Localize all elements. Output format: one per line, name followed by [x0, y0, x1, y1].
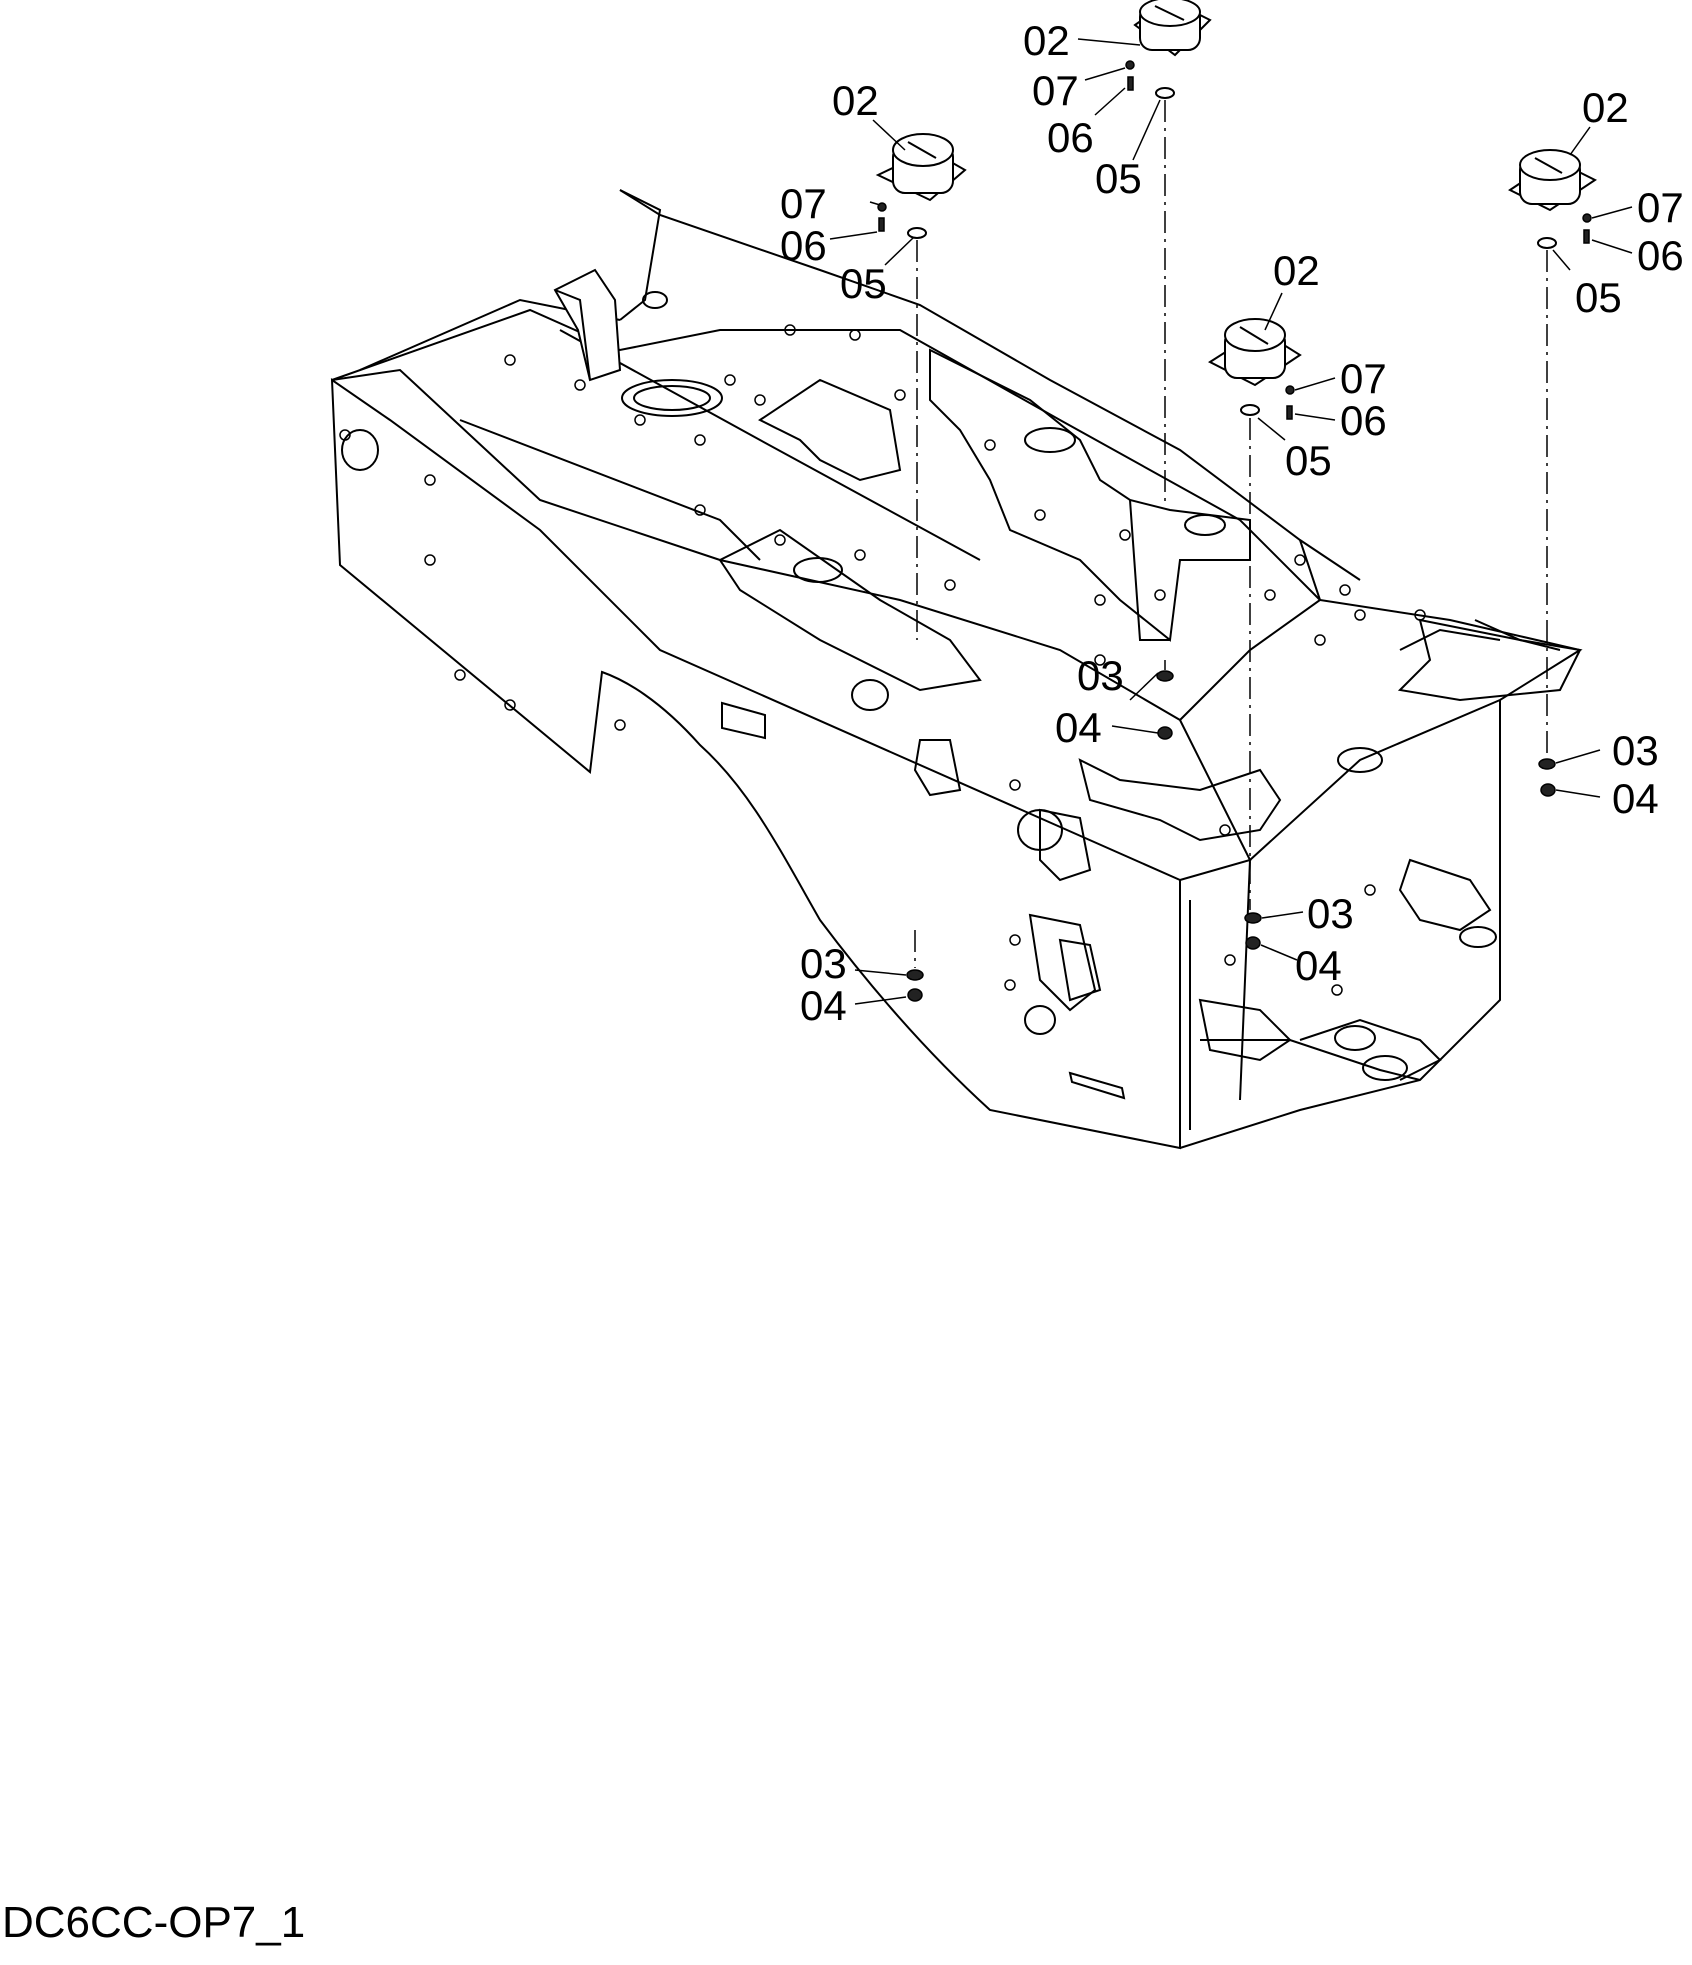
mount-hardware [877, 60, 1592, 420]
callout-05-c: 05 [1285, 437, 1332, 484]
callout-02-b: 02 [1023, 17, 1070, 64]
callout-07-d: 07 [1637, 184, 1684, 231]
rubber-mount-3 [1207, 318, 1302, 387]
callout-04-c: 04 [1295, 942, 1342, 989]
callout-02-c: 02 [1273, 247, 1320, 294]
callout-02-a: 02 [832, 77, 879, 124]
leader-lines [829, 38, 1633, 1005]
callout-06-a: 06 [780, 222, 827, 269]
callout-04-a: 04 [1055, 704, 1102, 751]
callout-07-c: 07 [1340, 355, 1387, 402]
callout-06-d: 06 [1637, 232, 1684, 279]
callout-04-b: 04 [1612, 775, 1659, 822]
center-lines [914, 100, 1548, 968]
callout-03-b: 03 [1612, 727, 1659, 774]
callout-05-d: 05 [1575, 274, 1622, 321]
callout-03-d: 03 [800, 940, 847, 987]
rubber-mount-1 [875, 133, 967, 202]
callout-06-c: 06 [1340, 397, 1387, 444]
callout-03-a: 03 [1077, 652, 1124, 699]
frame-bolts [339, 324, 1426, 996]
callout-07-b: 07 [1032, 67, 1079, 114]
callout-02-d: 02 [1582, 84, 1629, 131]
lower-hardware [906, 670, 1556, 1002]
callout-04-d: 04 [800, 982, 847, 1029]
callout-06-b: 06 [1047, 114, 1094, 161]
rubber-mount-4 [1508, 149, 1597, 212]
callout-labels: 02 07 06 05 02 07 06 05 02 07 06 05 02 0… [780, 17, 1684, 1029]
callout-05-a: 05 [840, 260, 887, 307]
callout-05-b: 05 [1095, 155, 1142, 202]
callout-03-c: 03 [1307, 890, 1354, 937]
main-frame [330, 189, 1583, 1150]
rubber-mount-2 [1133, 0, 1212, 57]
drawing-code: DC6CC-OP7_1 [2, 1898, 306, 1947]
callout-07-a: 07 [780, 180, 827, 227]
